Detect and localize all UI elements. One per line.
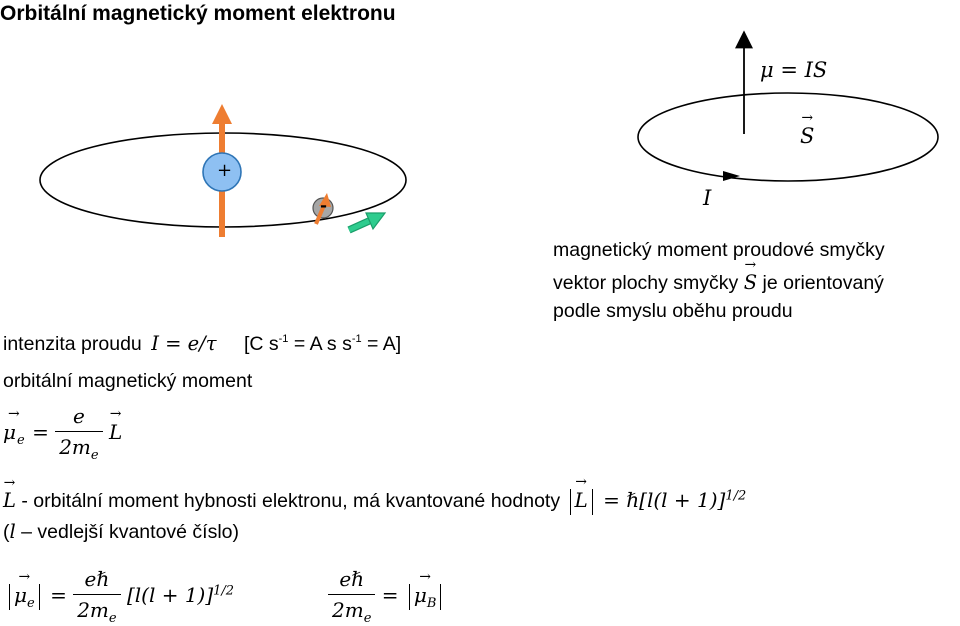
loop-current-label: I	[703, 186, 712, 210]
page-title: Orbitální magnetický moment elektronu	[0, 2, 396, 25]
nucleus-label: +	[217, 160, 233, 181]
electron-label: -	[320, 196, 328, 216]
angular-momentum-line: L - orbitální moment hybnosti elektronu,…	[3, 474, 746, 515]
current-direction-arrow	[723, 171, 740, 181]
orbital-moment-label: orbitální magnetický moment	[3, 370, 253, 392]
electron-moment-arrow	[314, 193, 331, 225]
loop-text-line2: vektor plochy smyčky S je orientovaný	[553, 257, 884, 295]
loop-text-line3: podle smyslu oběhu proudu	[553, 300, 793, 322]
loop-moment-formula: μ = IS	[760, 58, 828, 82]
nucleus	[202, 152, 242, 192]
secondary-quantum-line: (l – vedlejší kvantové číslo)	[3, 520, 240, 543]
electron-motion-arrow	[347, 212, 387, 234]
current-loop	[637, 92, 939, 182]
current-definition: intenzita proudu I = e/τ [C s-1 = A s s-…	[3, 332, 402, 355]
loop-area-label: S	[800, 110, 815, 148]
loop-text-line1: magnetický moment proudové smyčky	[553, 239, 885, 261]
